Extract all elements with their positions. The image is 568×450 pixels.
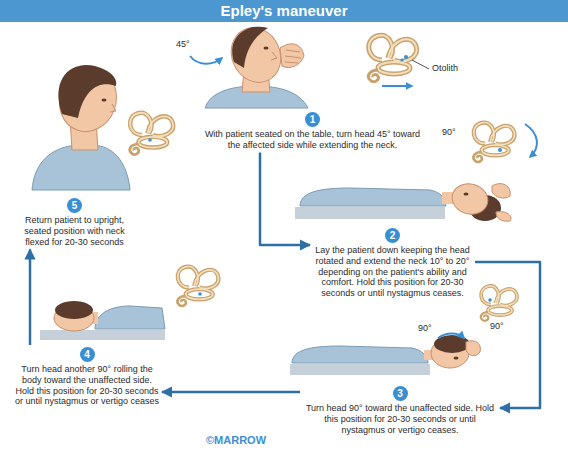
inner-ear-icon [368, 35, 429, 86]
flow-arrow [260, 153, 310, 245]
drawing-part [55, 301, 93, 319]
watermark: ©MARROW [206, 434, 266, 446]
angle-label: Otolith [432, 64, 458, 74]
angle-label: 90° [442, 128, 456, 138]
step-description: Turn head 90° toward the unaffected side… [302, 403, 498, 435]
drawing-part [271, 52, 277, 60]
flow-arrow [162, 391, 300, 394]
step-description: Lay the patient down keeping the head ro… [312, 245, 473, 299]
step5-figure [32, 60, 130, 190]
drawing-part [190, 56, 222, 64]
drawing-part [295, 207, 445, 219]
step-description: With patient seated on the table, turn h… [202, 129, 423, 151]
drawing-part [198, 292, 202, 296]
drawing-part [300, 188, 446, 206]
step-number: 3 [393, 386, 408, 401]
drawing-part [290, 364, 430, 375]
step-number: 1 [305, 112, 320, 127]
drawing-part [0, 0, 568, 22]
step1-figure [190, 19, 308, 108]
drawing-part [404, 55, 408, 59]
flow-arrow [475, 262, 540, 408]
drawing-part [232, 27, 268, 68]
inner-ear-icon [473, 123, 537, 162]
drawing-part [400, 58, 403, 61]
drawing-part [222, 19, 289, 90]
drawing-part [177, 267, 218, 306]
drawing-part [473, 123, 514, 162]
drawing-part [32, 146, 130, 190]
drawing-part [525, 124, 537, 157]
step4-figure [40, 301, 165, 340]
drawing-part [280, 44, 304, 68]
step-description: Turn head another 90° rolling the body t… [14, 364, 160, 407]
drawing-part [285, 50, 301, 63]
drawing-part [368, 35, 416, 81]
drawing-part [488, 298, 492, 302]
inner-ear-icon [481, 286, 517, 321]
step-panel: 1With patient seated on the table, turn … [200, 110, 425, 153]
step-number: 4 [80, 347, 95, 362]
drawing-part [438, 334, 464, 339]
title-band [0, 0, 568, 22]
inner-ear-icon [130, 113, 173, 155]
drawing-part [498, 148, 502, 152]
step3-figure [290, 334, 480, 376]
drawing-part [492, 184, 510, 198]
step-number: 5 [67, 198, 82, 213]
drawing-part [58, 65, 116, 118]
drawing-part [496, 212, 511, 222]
drawing-part [382, 85, 412, 87]
step2-figure [295, 180, 511, 221]
step-panel: 2Lay the patient down keeping the head r… [310, 226, 475, 301]
drawing-part [412, 60, 429, 69]
angle-label: 90° [490, 322, 504, 332]
drawing-part [110, 104, 116, 112]
drawing-part [464, 193, 469, 196]
drawing-part [481, 286, 517, 321]
step-number: 2 [385, 228, 400, 243]
drawing-part [454, 357, 459, 360]
drawing-part [292, 346, 428, 363]
drawing-part [40, 330, 165, 340]
angle-label: 90° [418, 324, 432, 334]
step-panel: 5Return patient to upright, seated posit… [12, 196, 137, 249]
drawing-part [148, 138, 152, 142]
angle-label: 45° [176, 40, 190, 50]
drawing-part [102, 99, 107, 102]
drawing-part [264, 47, 269, 50]
drawing-part [95, 306, 165, 329]
drawing-part [449, 180, 492, 218]
step-description: Return patient to upright, seated positi… [14, 215, 135, 247]
step-panel: 4Turn head another 90° rolling the body … [12, 345, 162, 409]
flow-arrow [29, 249, 32, 345]
drawing-part [51, 60, 126, 139]
inner-ear-icon [177, 267, 218, 306]
diagram-title: Epley's maneuver [0, 0, 568, 22]
drawing-part [130, 113, 173, 155]
step-panel: 3Turn head 90° toward the unaffected sid… [300, 384, 500, 437]
drawing-part [466, 341, 480, 356]
